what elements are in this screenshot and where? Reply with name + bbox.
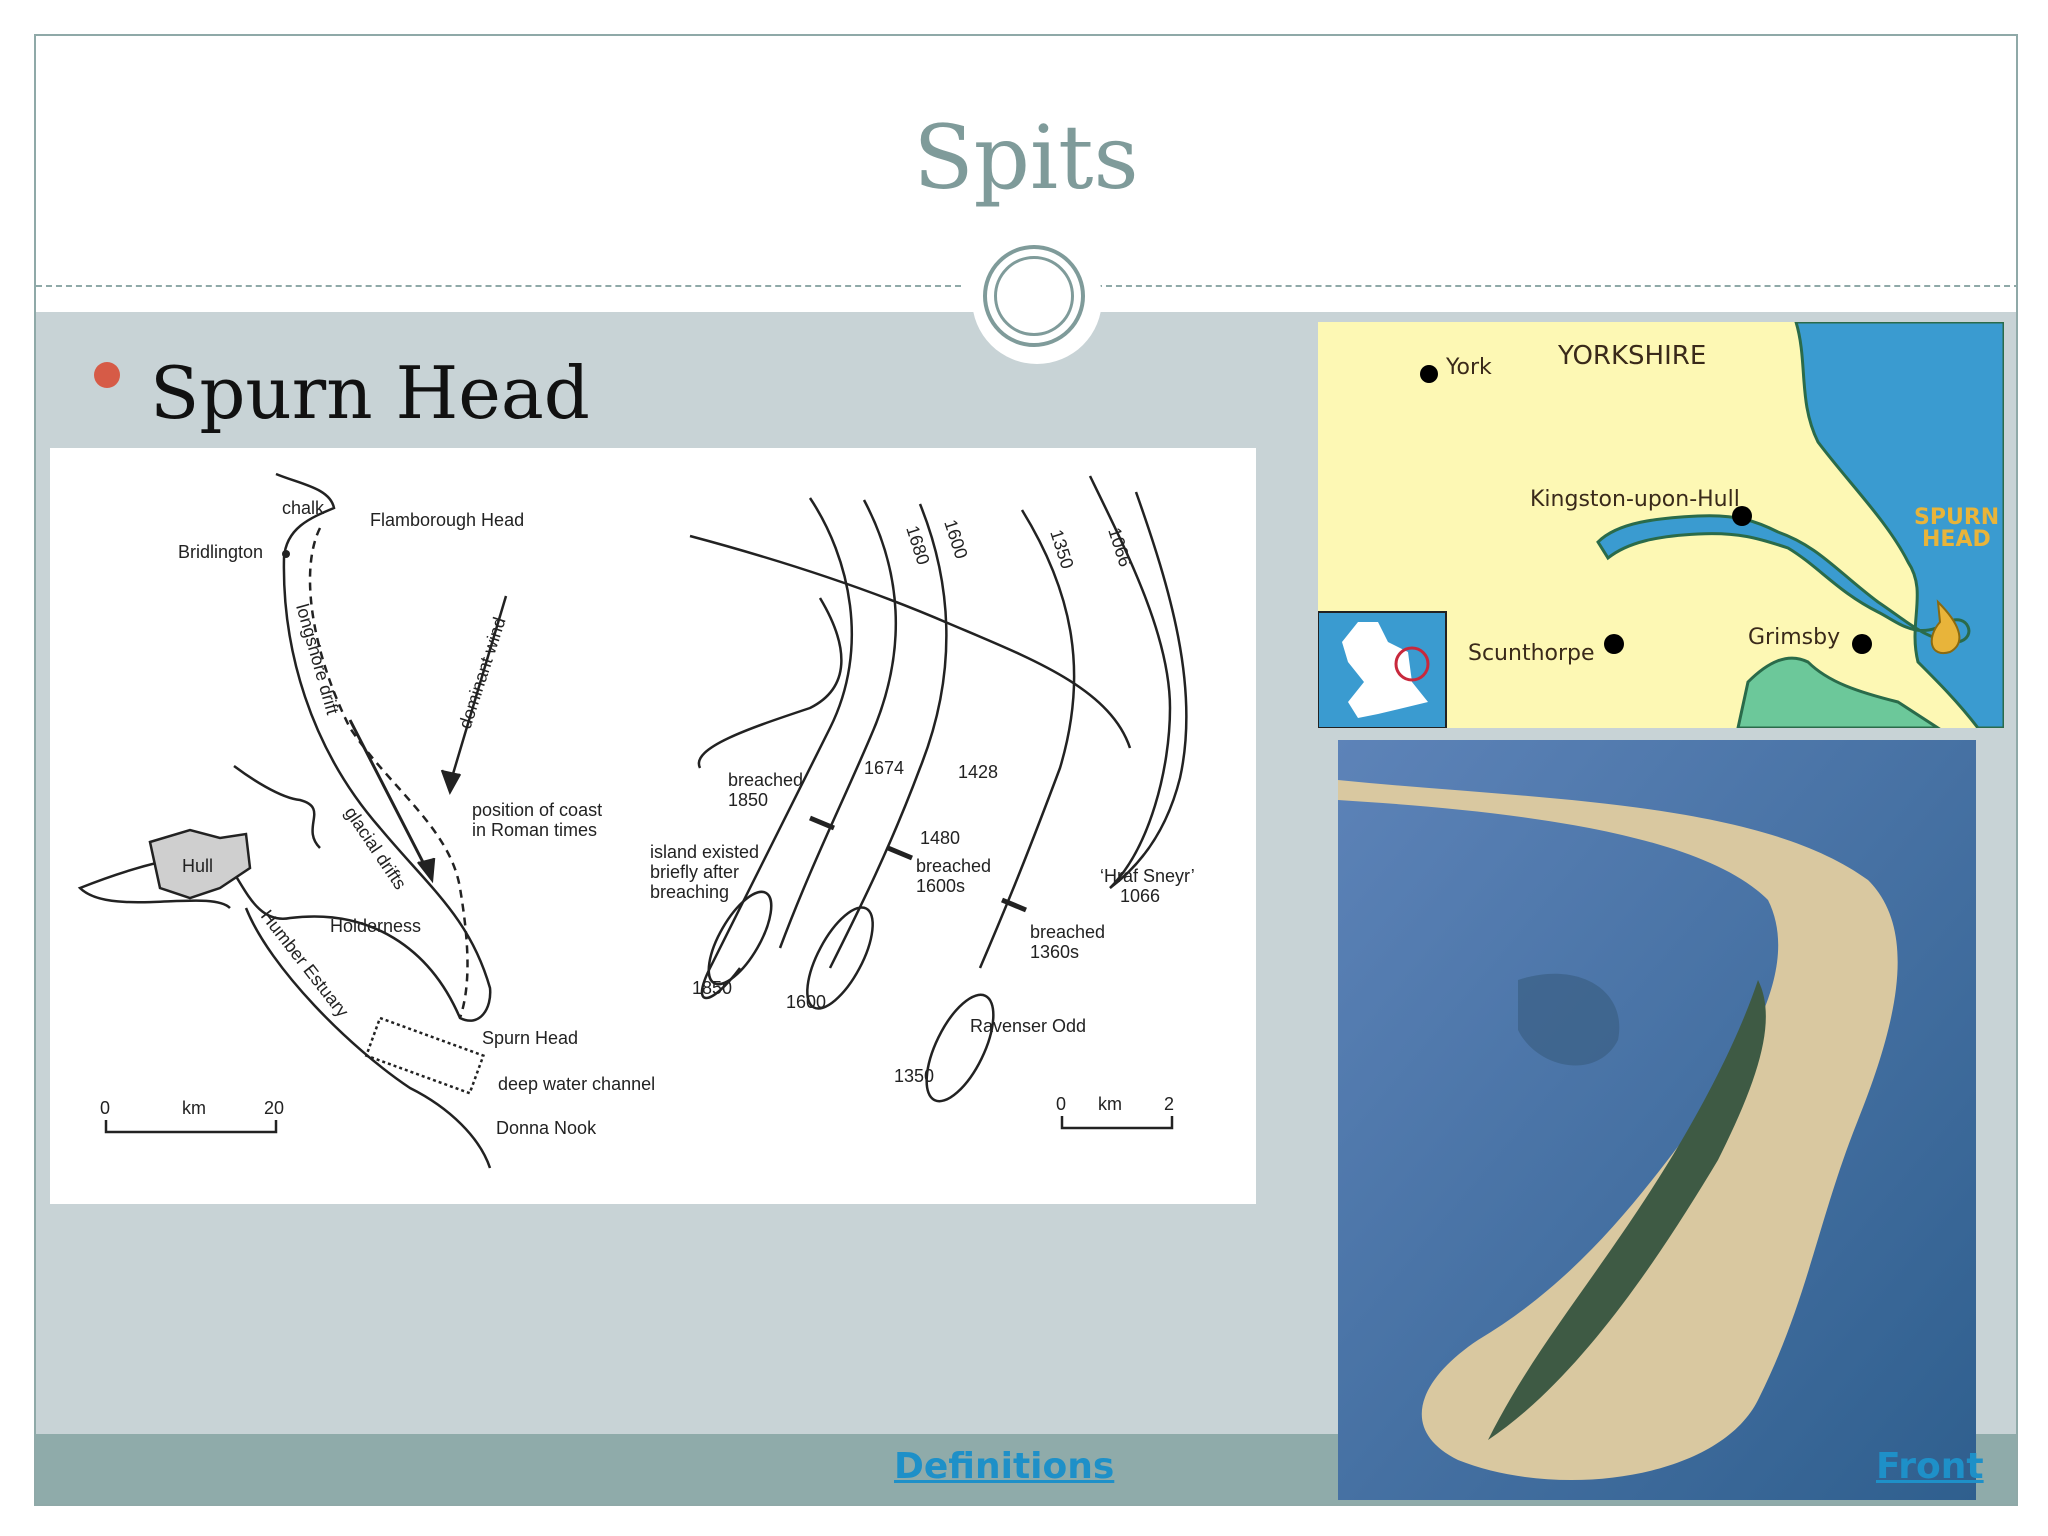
label-breached-1600s-a: breached — [916, 856, 991, 876]
scale-left-0: 0 — [100, 1098, 110, 1118]
label-island-2: briefly after — [650, 862, 739, 882]
label-hraf-year: 1066 — [1120, 886, 1160, 906]
map-spurn-2: HEAD — [1922, 527, 1991, 552]
map-yorkshire: YORKSHIRE — [1557, 341, 1706, 371]
grimsby-dot-icon — [1852, 634, 1872, 654]
bridlington-dot-icon — [282, 550, 290, 558]
label-wind: dominant wind — [455, 615, 510, 732]
map-scunthorpe: Scunthorpe — [1468, 641, 1595, 666]
map-york: York — [1445, 355, 1492, 380]
location-marker-icon — [1394, 646, 1430, 682]
scunthorpe-dot-icon — [1604, 634, 1624, 654]
title-divider-right — [1096, 285, 2016, 287]
label-breached-1600s-b: 1600s — [916, 876, 965, 896]
label-roman-1: position of coast — [472, 800, 602, 820]
scale-left-20: 20 — [264, 1098, 284, 1118]
label-breached-1360s-b: 1360s — [1030, 942, 1079, 962]
bullet-icon — [94, 362, 120, 388]
label-longshore: longshore drift — [292, 602, 343, 717]
label-breached-1850-b: 1850 — [728, 790, 768, 810]
definitions-link[interactable]: Definitions — [894, 1446, 1115, 1487]
label-tip-1350: 1350 — [894, 1066, 934, 1086]
ornament-inner-ring-icon — [994, 256, 1074, 336]
label-island-1: island existed — [650, 842, 759, 862]
label-breached-1360s-a: breached — [1030, 922, 1105, 942]
map-grimsby: Grimsby — [1748, 625, 1840, 650]
aerial-photo — [1338, 740, 1976, 1500]
label-spurn: Spurn Head — [482, 1028, 578, 1048]
scale-right-2: 2 — [1164, 1094, 1174, 1114]
map-svg: York YORKSHIRE Kingston-upon-Hull Scunth… — [1317, 320, 2006, 730]
label-hraf: ‘Hraf Sneyr’ — [1100, 866, 1195, 886]
label-1480: 1480 — [920, 828, 960, 848]
label-chalk: chalk — [282, 498, 325, 518]
label-hull: Hull — [182, 856, 213, 876]
bullet-text: Spurn Head — [150, 351, 590, 435]
label-1600: 1600 — [940, 517, 971, 561]
slide: Spits Spurn Head — [34, 34, 2018, 1506]
label-tip-1850: 1850 — [692, 978, 732, 998]
label-roman-2: in Roman times — [472, 820, 597, 840]
spurn-head-diagram: chalk Flamborough Head Bridlington longs… — [50, 448, 1256, 1204]
label-breached-1850-a: breached — [728, 770, 803, 790]
label-deep-water: deep water channel — [498, 1074, 655, 1094]
label-donna: Donna Nook — [496, 1118, 597, 1138]
yorkshire-map: York YORKSHIRE Kingston-upon-Hull Scunth… — [1317, 320, 2006, 730]
map-spurn-1: SPURN — [1914, 505, 1999, 530]
label-flamborough: Flamborough Head — [370, 510, 524, 530]
scale-right-unit: km — [1098, 1094, 1122, 1114]
scale-right-0: 0 — [1056, 1094, 1066, 1114]
ornament-ring-icon — [983, 245, 1085, 347]
label-holderness: Holderness — [330, 916, 421, 936]
scale-left-unit: km — [182, 1098, 206, 1118]
diagram-svg: chalk Flamborough Head Bridlington longs… — [77, 472, 1195, 1169]
label-1674: 1674 — [864, 758, 904, 778]
map-kingston: Kingston-upon-Hull — [1530, 487, 1740, 512]
label-island-3: breaching — [650, 882, 729, 902]
label-tip-1600: 1600 — [786, 992, 826, 1012]
slide-title: Spits — [913, 106, 1139, 209]
front-link[interactable]: Front — [1876, 1446, 1984, 1487]
label-ravenser: Ravenser Odd — [970, 1016, 1086, 1036]
label-bridlington: Bridlington — [178, 542, 263, 562]
aerial-photo-svg — [1338, 740, 1976, 1500]
york-dot-icon — [1420, 365, 1438, 383]
hull-dot-icon — [1732, 506, 1752, 526]
label-1066: 1066 — [1104, 525, 1135, 569]
title-divider-left — [36, 285, 961, 287]
label-1428: 1428 — [958, 762, 998, 782]
